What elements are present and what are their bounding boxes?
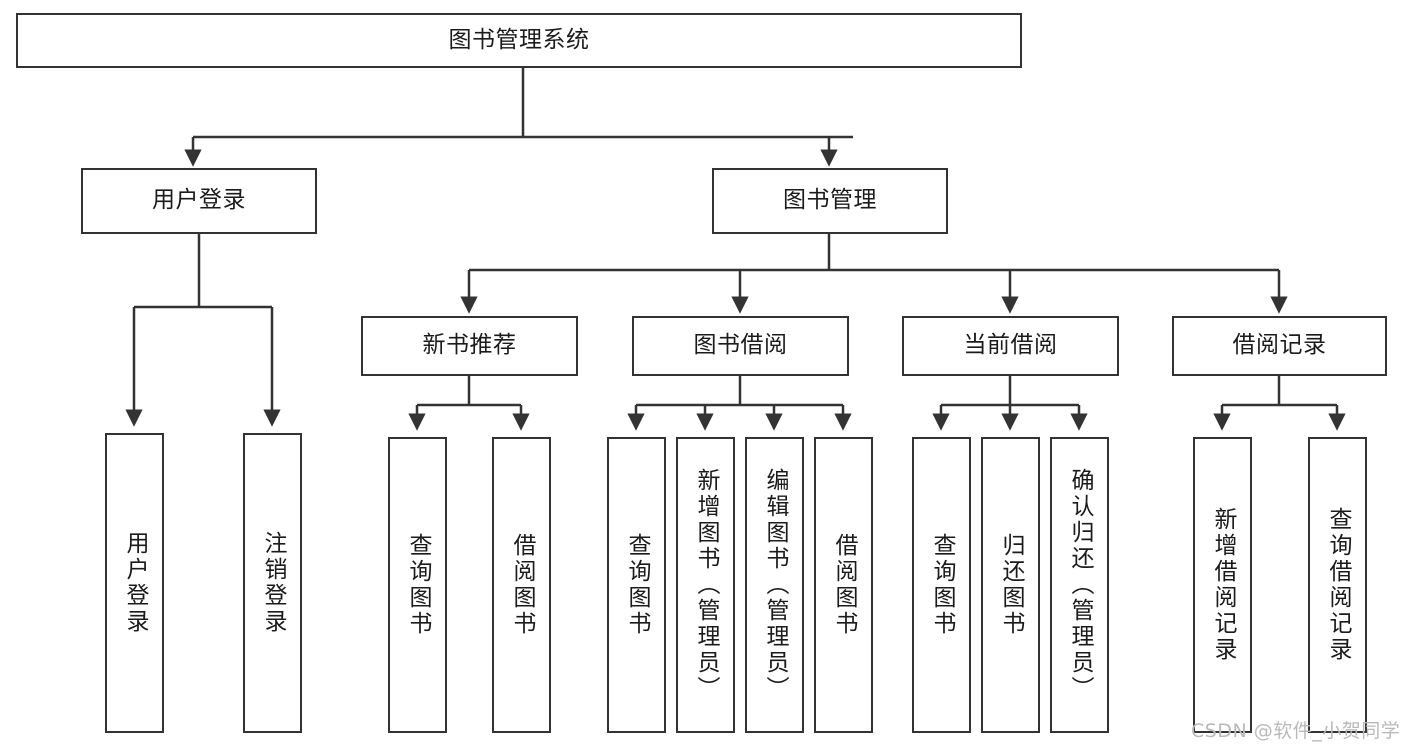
node-leaf-current-query-book[interactable]: 查询图书 bbox=[912, 437, 971, 733]
node-leaf-newbook-query-book-label: 查询图书 bbox=[405, 533, 431, 637]
csdn-watermark: CSDN @软件_小贺同学 bbox=[1191, 720, 1401, 742]
node-user-login[interactable]: 用户登录 bbox=[81, 168, 317, 234]
node-leaf-newbook-query-book[interactable]: 查询图书 bbox=[388, 437, 447, 733]
node-leaf-newbook-borrow-book[interactable]: 借阅图书 bbox=[492, 437, 551, 733]
node-leaf-logout[interactable]: 注销登录 bbox=[243, 433, 302, 733]
node-leaf-edit-book-admin[interactable]: 编辑图书（管理员） bbox=[745, 437, 804, 733]
node-new-book-recommend-label: 新书推荐 bbox=[422, 332, 517, 359]
node-leaf-borrow-query-book[interactable]: 查询图书 bbox=[607, 437, 666, 733]
node-leaf-logout-label: 注销登录 bbox=[260, 531, 286, 635]
node-root[interactable]: 图书管理系统 bbox=[16, 13, 1022, 68]
node-book-borrow[interactable]: 图书借阅 bbox=[632, 316, 849, 376]
node-leaf-add-book-admin[interactable]: 新增图书（管理员） bbox=[676, 437, 735, 733]
node-leaf-borrow-query-book-label: 查询图书 bbox=[624, 533, 650, 637]
node-leaf-query-borrow-record-label: 查询借阅记录 bbox=[1325, 507, 1351, 663]
node-borrow-record-label: 借阅记录 bbox=[1232, 332, 1327, 359]
node-leaf-add-book-admin-label: 新增图书（管理员） bbox=[693, 468, 719, 702]
node-borrow-record[interactable]: 借阅记录 bbox=[1172, 316, 1387, 376]
node-book-management[interactable]: 图书管理 bbox=[712, 168, 948, 234]
node-leaf-query-borrow-record[interactable]: 查询借阅记录 bbox=[1308, 437, 1367, 733]
node-leaf-return-book[interactable]: 归还图书 bbox=[981, 437, 1040, 733]
node-leaf-user-login-label: 用户登录 bbox=[122, 531, 148, 635]
node-user-login-label: 用户登录 bbox=[152, 187, 246, 214]
node-leaf-borrow-book-label: 借阅图书 bbox=[831, 533, 857, 637]
node-leaf-confirm-return-admin-label: 确认归还（管理员） bbox=[1067, 468, 1093, 702]
node-new-book-recommend[interactable]: 新书推荐 bbox=[361, 316, 578, 376]
node-book-borrow-label: 图书借阅 bbox=[693, 332, 788, 359]
node-leaf-add-borrow-record-label: 新增借阅记录 bbox=[1210, 507, 1236, 663]
node-leaf-borrow-book[interactable]: 借阅图书 bbox=[814, 437, 873, 733]
node-root-label: 图书管理系统 bbox=[448, 26, 590, 53]
node-leaf-edit-book-admin-label: 编辑图书（管理员） bbox=[762, 468, 788, 702]
node-leaf-newbook-borrow-book-label: 借阅图书 bbox=[509, 533, 535, 637]
node-current-borrow-label: 当前借阅 bbox=[963, 332, 1058, 359]
node-current-borrow[interactable]: 当前借阅 bbox=[902, 316, 1119, 376]
node-book-management-label: 图书管理 bbox=[783, 187, 877, 214]
node-leaf-confirm-return-admin[interactable]: 确认归还（管理员） bbox=[1050, 437, 1109, 733]
node-leaf-user-login[interactable]: 用户登录 bbox=[105, 433, 164, 733]
node-leaf-add-borrow-record[interactable]: 新增借阅记录 bbox=[1193, 437, 1252, 733]
node-leaf-return-book-label: 归还图书 bbox=[998, 533, 1024, 637]
node-leaf-current-query-book-label: 查询图书 bbox=[929, 533, 955, 637]
